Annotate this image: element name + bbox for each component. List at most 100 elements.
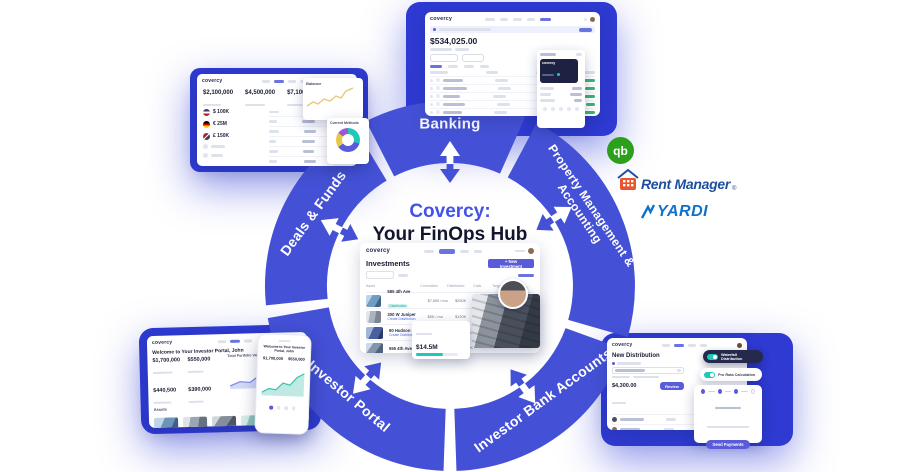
building-photo (472, 294, 540, 348)
deals-stats: $2,100,000 $4,500,000 $7,100,000 (203, 90, 351, 114)
portal-nav[interactable] (218, 338, 253, 343)
donut-chart-panel: Current Methods (327, 118, 369, 164)
create-distribution-link[interactable]: Create Distribution (387, 317, 416, 321)
asset-photo[interactable] (153, 417, 179, 429)
avatar[interactable] (737, 342, 742, 348)
waterfall-toggle-chip[interactable]: Waterfall Distribution (703, 350, 763, 363)
prorata-toggle-chip[interactable]: Pro Rata Calculation (700, 368, 762, 381)
covercy-logo: covercy (366, 248, 391, 254)
currency-row-eur[interactable]: € 25M (203, 118, 263, 130)
hub-title: Your FinOps Hub (372, 224, 528, 245)
property-thumbnail (366, 310, 382, 323)
search-input[interactable] (366, 271, 394, 279)
yardi-logo: YARDI (641, 203, 708, 221)
hub-brand: Covercy: (409, 201, 491, 222)
amount-row: $4,300.00 Review (612, 382, 684, 390)
property-thumbnail (366, 294, 382, 307)
fund-select[interactable] (612, 367, 684, 374)
phone-notch (278, 339, 291, 343)
progress-fill (416, 353, 443, 356)
distribution-heading: New Distribution (612, 353, 660, 359)
stat: $2,100,000 (203, 90, 233, 114)
quickbooks-logo: qb (607, 137, 634, 164)
rent-manager-house-icon (617, 168, 639, 190)
deals-nav[interactable] (262, 79, 308, 83)
assets-section: Assets (153, 395, 266, 429)
modal-summary-text (698, 399, 758, 435)
donut-chart (336, 128, 360, 152)
notification-banner[interactable] (430, 26, 595, 33)
ring-segment-deals (265, 127, 388, 306)
transaction-row[interactable] (430, 115, 595, 116)
double-arrow-icons (320, 141, 572, 404)
payment-summary-modal: Send Payments (694, 385, 762, 449)
uk-flag-icon (203, 132, 210, 140)
stat: $4,500,000 (245, 90, 275, 114)
currency-row-gbp[interactable]: £ 150K (203, 130, 263, 142)
panel-row (540, 93, 582, 96)
covercy-logo: covercy (202, 78, 223, 84)
stepper (698, 389, 758, 394)
currency-list: $ 100K € 25M £ 150K (203, 106, 263, 160)
toggle-on[interactable] (704, 371, 715, 378)
send-payments-button[interactable]: Send Payments (706, 440, 750, 449)
panel-row (540, 87, 582, 90)
investments-nav[interactable] (423, 248, 482, 254)
rent-manager-logo: Rent Manager® (617, 168, 736, 192)
phone-area-chart (261, 373, 305, 397)
investments-header: covercy (360, 243, 540, 256)
banking-user-area[interactable] (583, 16, 595, 22)
badge-value: $14.5M (416, 344, 438, 351)
yardi-mark-icon (641, 204, 655, 219)
ring-segment-investor-bank (453, 327, 624, 471)
create-distribution-link[interactable]: Create Distribution (389, 333, 418, 337)
user-area[interactable] (515, 248, 534, 254)
chart-label: Balance (306, 81, 322, 86)
panel-row (540, 99, 582, 102)
balance-chart-panel: Balance (303, 78, 363, 120)
account-balance: $534,025.00 (430, 36, 478, 46)
banking-filter-tabs[interactable] (430, 64, 595, 68)
de-flag-icon (203, 120, 210, 128)
covercy-logo: covercy (612, 342, 633, 348)
filter-row (366, 271, 534, 279)
phone-stats: $1,700,000 $550,000 (262, 355, 305, 362)
property-thumbnail (366, 342, 383, 353)
stat: $7,100,000 (287, 90, 317, 114)
balance-caption (430, 48, 595, 51)
property-thumbnail (366, 326, 383, 339)
panel-action-icons[interactable] (540, 107, 582, 111)
person-avatar (498, 279, 528, 309)
banking-action-buttons[interactable] (430, 53, 595, 62)
page-title: Investments (366, 259, 410, 268)
fundraising-badge-card: $14.5M (412, 321, 470, 359)
review-button[interactable]: Review (660, 382, 684, 390)
us-flag-icon (203, 108, 210, 116)
covercy-logo: covercy (151, 339, 173, 346)
bank-card-panel: covercy (537, 50, 585, 128)
distribution-nav[interactable] (662, 343, 708, 347)
phone-welcome: Welcome to Your Investor Portal, John (263, 344, 306, 354)
investor-portal-phone: Welcome to Your Investor Portal, John $1… (254, 333, 312, 435)
covercy-logo: covercy (430, 16, 453, 22)
donut-label: Current Methods (330, 121, 359, 125)
investments-title-row: Investments + New Investment (366, 259, 534, 269)
currency-row-usd[interactable]: $ 100K (203, 106, 263, 118)
new-investment-button[interactable]: + New Investment (488, 259, 534, 269)
distribution-tag[interactable]: Distribution (387, 304, 409, 308)
distribution-form (612, 362, 742, 378)
phone-tab-bar[interactable] (260, 405, 304, 410)
distribution-header: covercy (607, 338, 747, 350)
segment-label-banking: Banking (419, 115, 481, 133)
ring-segment-banking (366, 101, 526, 177)
banking-header: covercy (425, 12, 600, 24)
asset-photo[interactable] (182, 416, 208, 429)
line-chart (306, 87, 354, 107)
toggle-on[interactable] (707, 353, 718, 360)
export-link[interactable] (518, 273, 534, 277)
banking-nav[interactable] (485, 17, 552, 21)
panel-header[interactable] (540, 53, 582, 56)
ring-segment-property-mgmt (507, 122, 635, 337)
progress-track (416, 353, 458, 356)
